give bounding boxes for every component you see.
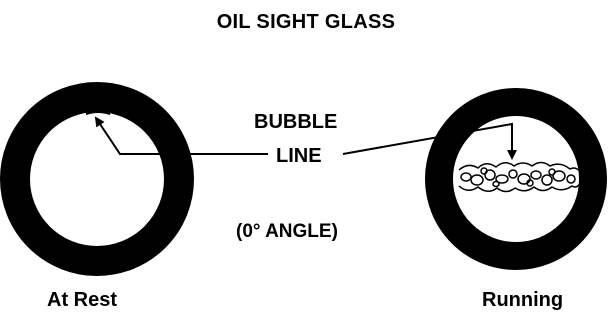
bubble-line-at-rest [86,112,110,114]
caption-running: Running [482,290,563,310]
sight-glass-at-rest [15,97,179,261]
leader-arrow-right [343,124,512,158]
callout-bubble-label: BUBBLE [254,112,337,132]
diagram-title: OIL SIGHT GLASS [0,12,612,32]
bubble-band-running [459,163,580,192]
caption-at-rest: At Rest [47,290,117,310]
sight-glass-running [439,102,593,256]
callout-line-label: LINE [276,146,322,166]
sight-glass-ring-left [15,97,179,261]
angle-note: (0° ANGLE) [236,222,338,241]
